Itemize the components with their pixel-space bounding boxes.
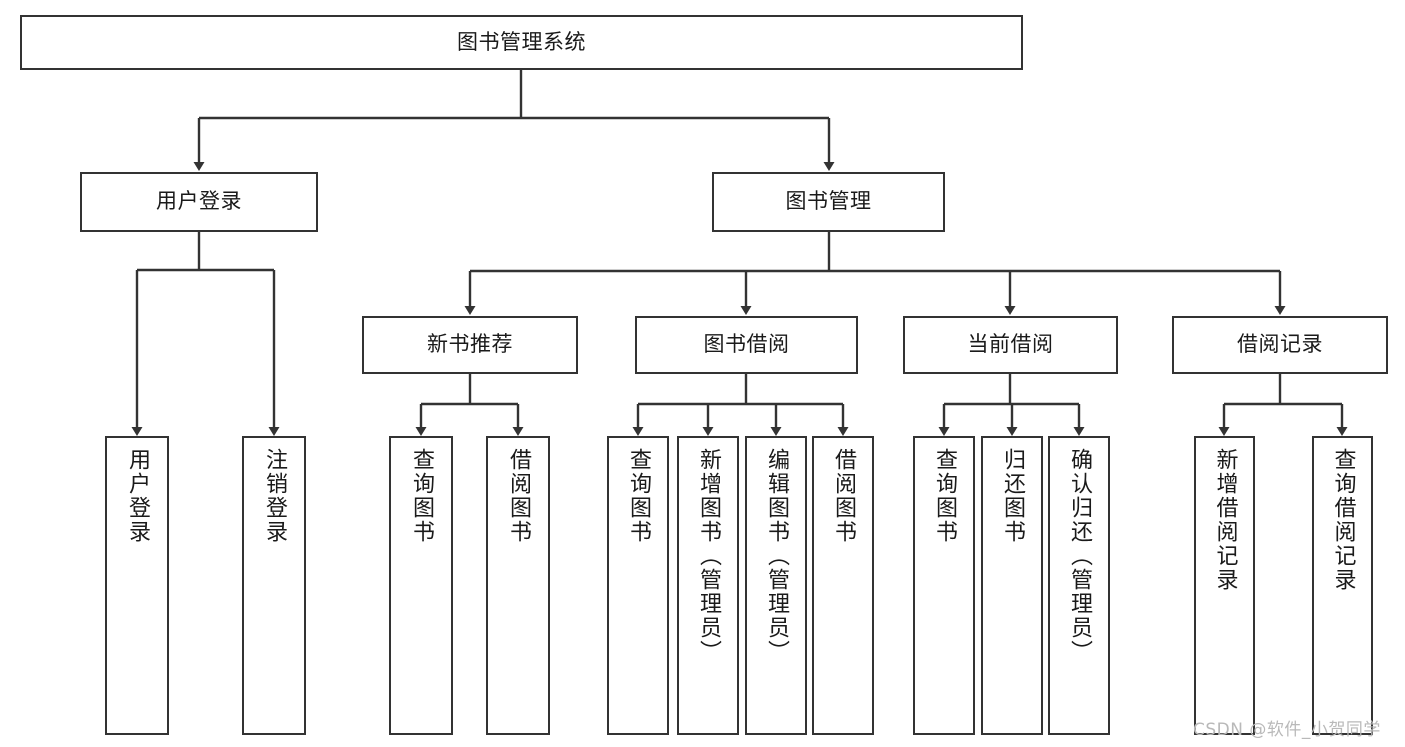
node-borrow-record[interactable]: 借阅记录 [1172, 316, 1388, 374]
node-user-login-label: 用户登录 [156, 189, 242, 214]
leaf-borrow-book-2[interactable]: 借阅图书 [812, 436, 874, 735]
leaf-logout-login-label: 注销登录 [261, 448, 287, 544]
leaf-add-borrow-record[interactable]: 新增借阅记录 [1194, 436, 1255, 735]
leaf-borrow-book-1-label: 借阅图书 [505, 448, 531, 544]
node-book-manage-label: 图书管理 [785, 189, 872, 214]
node-new-book-recommend[interactable]: 新书推荐 [362, 316, 578, 374]
node-borrow-record-label: 借阅记录 [1237, 332, 1323, 357]
node-book-borrow[interactable]: 图书借阅 [635, 316, 858, 374]
leaf-confirm-return-admin-label: 确认归还（管理员） [1066, 448, 1092, 664]
leaf-add-book-admin[interactable]: 新增图书（管理员） [677, 436, 739, 735]
leaf-query-borrow-record-label: 查询借阅记录 [1330, 448, 1356, 592]
leaf-borrow-book-1[interactable]: 借阅图书 [486, 436, 550, 735]
leaf-confirm-return-admin[interactable]: 确认归还（管理员） [1048, 436, 1110, 735]
leaf-query-borrow-record[interactable]: 查询借阅记录 [1312, 436, 1373, 735]
node-book-manage[interactable]: 图书管理 [712, 172, 945, 232]
node-root[interactable]: 图书管理系统 [20, 15, 1023, 70]
leaf-edit-book-admin-label: 编辑图书（管理员） [763, 448, 789, 664]
node-current-borrow[interactable]: 当前借阅 [903, 316, 1118, 374]
leaf-query-book-1[interactable]: 查询图书 [389, 436, 453, 735]
leaf-add-borrow-record-label: 新增借阅记录 [1212, 448, 1238, 592]
leaf-logout-login[interactable]: 注销登录 [242, 436, 306, 735]
node-root-label: 图书管理系统 [457, 29, 586, 54]
node-user-login[interactable]: 用户登录 [80, 172, 318, 232]
leaf-user-login[interactable]: 用户登录 [105, 436, 169, 735]
leaf-return-book-label: 归还图书 [999, 448, 1025, 544]
leaf-return-book[interactable]: 归还图书 [981, 436, 1043, 735]
leaf-query-book-2[interactable]: 查询图书 [607, 436, 669, 735]
leaf-query-book-2-label: 查询图书 [625, 448, 651, 544]
node-current-borrow-label: 当前借阅 [967, 332, 1054, 357]
watermark: CSDN @软件_小贺同学 [1193, 720, 1381, 740]
leaf-query-book-3-label: 查询图书 [931, 448, 957, 544]
leaf-edit-book-admin[interactable]: 编辑图书（管理员） [745, 436, 807, 735]
leaf-borrow-book-2-label: 借阅图书 [830, 448, 856, 544]
node-book-borrow-label: 图书借阅 [703, 332, 790, 357]
leaf-add-book-admin-label: 新增图书（管理员） [695, 448, 721, 664]
leaf-query-book-3[interactable]: 查询图书 [913, 436, 975, 735]
leaf-query-book-1-label: 查询图书 [408, 448, 434, 544]
node-new-book-recommend-label: 新书推荐 [427, 332, 513, 357]
leaf-user-login-label: 用户登录 [124, 448, 150, 544]
